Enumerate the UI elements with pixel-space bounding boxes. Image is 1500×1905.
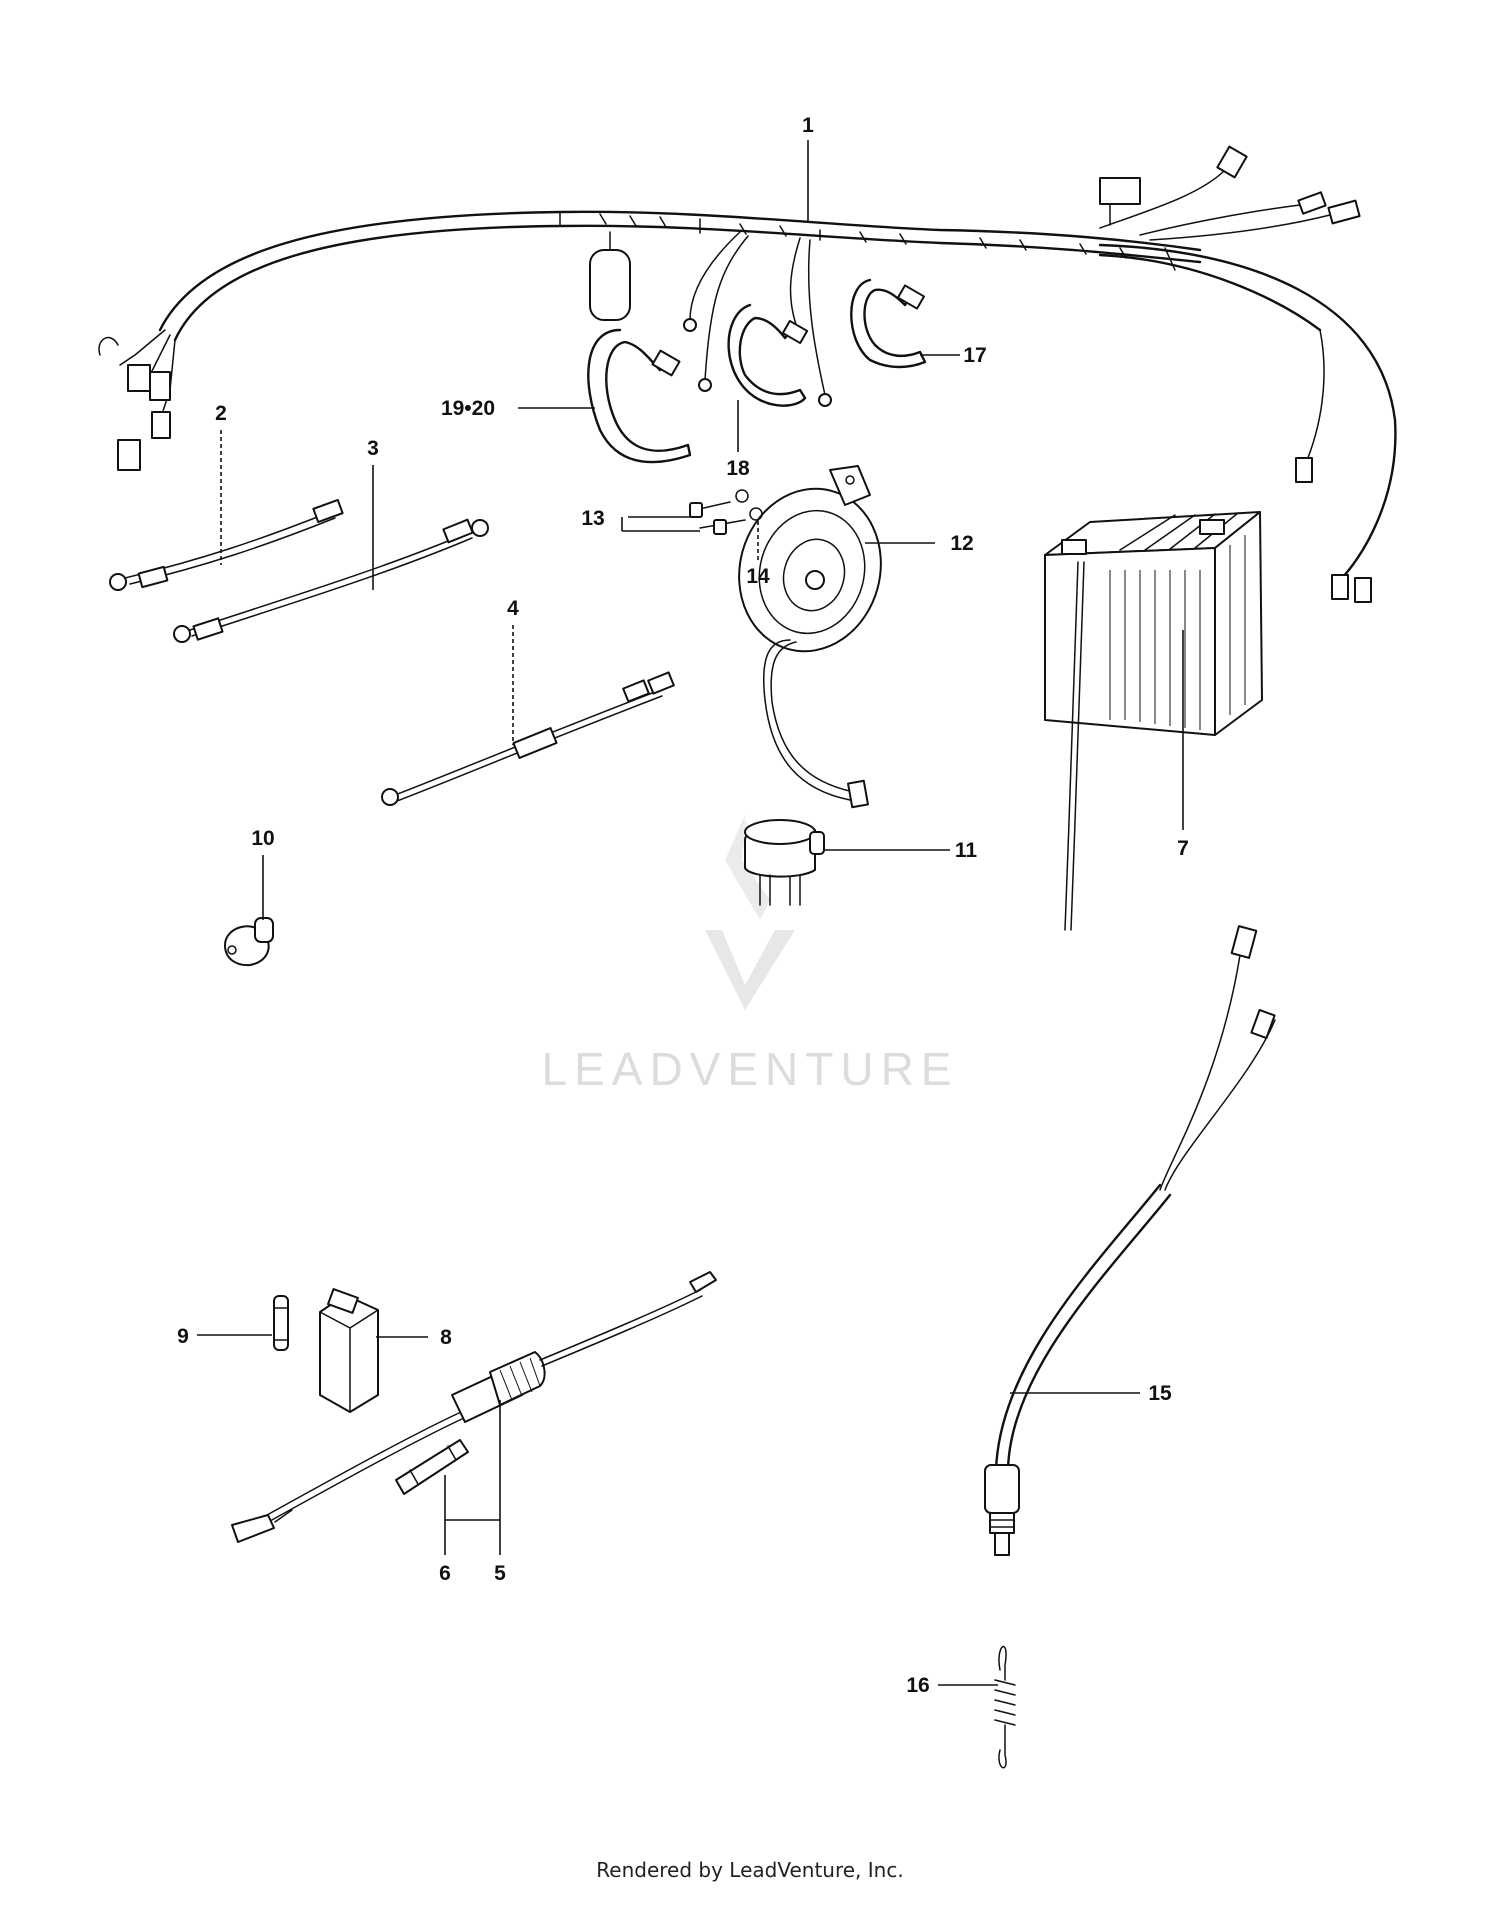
callout-8[interactable]: 8	[440, 1326, 452, 1349]
box-connector[interactable]	[319, 1288, 379, 1413]
battery[interactable]	[1044, 511, 1263, 931]
callout-12[interactable]: 12	[950, 532, 973, 555]
callout-3[interactable]: 3	[367, 437, 379, 460]
wire-4[interactable]	[381, 671, 675, 806]
wire-3[interactable]	[173, 518, 489, 643]
spring[interactable]	[994, 1645, 1016, 1769]
callout-13[interactable]: 13	[581, 507, 604, 530]
footer-credit: Rendered by LeadVenture, Inc.	[596, 1858, 904, 1882]
callout-17[interactable]: 17	[963, 344, 986, 367]
callout-16[interactable]: 16	[906, 1674, 929, 1697]
callout-11[interactable]: 11	[955, 839, 978, 862]
fuse-holder-cable[interactable]	[231, 1271, 717, 1543]
callout-9[interactable]: 9	[177, 1325, 189, 1348]
callout-7[interactable]: 7	[1177, 837, 1189, 860]
callout-14[interactable]: 14	[746, 565, 770, 588]
wire-harness[interactable]	[98, 145, 1397, 603]
terminal-cap[interactable]	[224, 917, 274, 967]
horn-bolts[interactable]	[689, 489, 763, 535]
callout-2[interactable]: 2	[215, 402, 227, 425]
fuse-6[interactable]	[395, 1439, 469, 1495]
callout-18[interactable]: 18	[726, 457, 750, 480]
wire-band-small[interactable]	[850, 278, 927, 369]
callout-4[interactable]: 4	[507, 597, 519, 620]
leader-lines	[197, 140, 1184, 1686]
callout-6[interactable]: 6	[439, 1562, 451, 1585]
callout-10[interactable]: 10	[251, 827, 274, 850]
callout-15[interactable]: 15	[1148, 1382, 1172, 1405]
watermark-text: LEADVENTURE	[542, 1043, 959, 1095]
horn[interactable]	[721, 465, 899, 809]
callout-19-20[interactable]: 19•20	[441, 397, 495, 420]
wire-2[interactable]	[109, 498, 344, 591]
wire-band[interactable]	[727, 303, 809, 407]
stop-switch[interactable]	[984, 925, 1276, 1556]
callouts: 1 2 3 4 5 6 7 8 9 10 11 12 13 14 15 16 1…	[177, 114, 1189, 1697]
harness-band-clamp[interactable]	[587, 328, 692, 464]
callout-5[interactable]: 5	[494, 1562, 506, 1585]
fuse-9[interactable]	[273, 1295, 289, 1351]
relay[interactable]	[744, 819, 825, 906]
callout-1[interactable]: 1	[802, 114, 814, 137]
